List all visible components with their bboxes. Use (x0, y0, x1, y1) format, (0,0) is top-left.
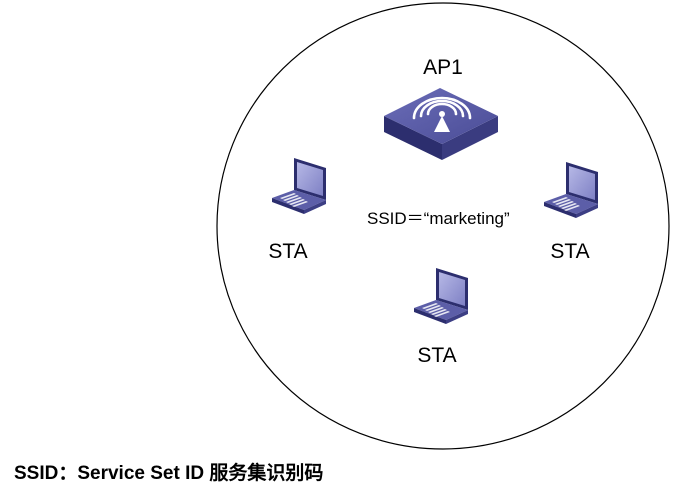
station-label-right: STA (550, 240, 589, 263)
ssid-label: SSID＝“marketing” (367, 209, 510, 228)
laptop-icon (544, 162, 598, 218)
ap-label: AP1 (423, 56, 463, 79)
station-label-left: STA (268, 240, 307, 263)
laptop-icon (272, 158, 326, 214)
wireless-access-point-icon (384, 88, 498, 160)
laptop-icon (414, 268, 468, 324)
coverage-area (216, 2, 670, 450)
caption: SSID：Service Set ID 服务集识别码 (14, 463, 324, 484)
station-label-bottom: STA (417, 344, 456, 367)
